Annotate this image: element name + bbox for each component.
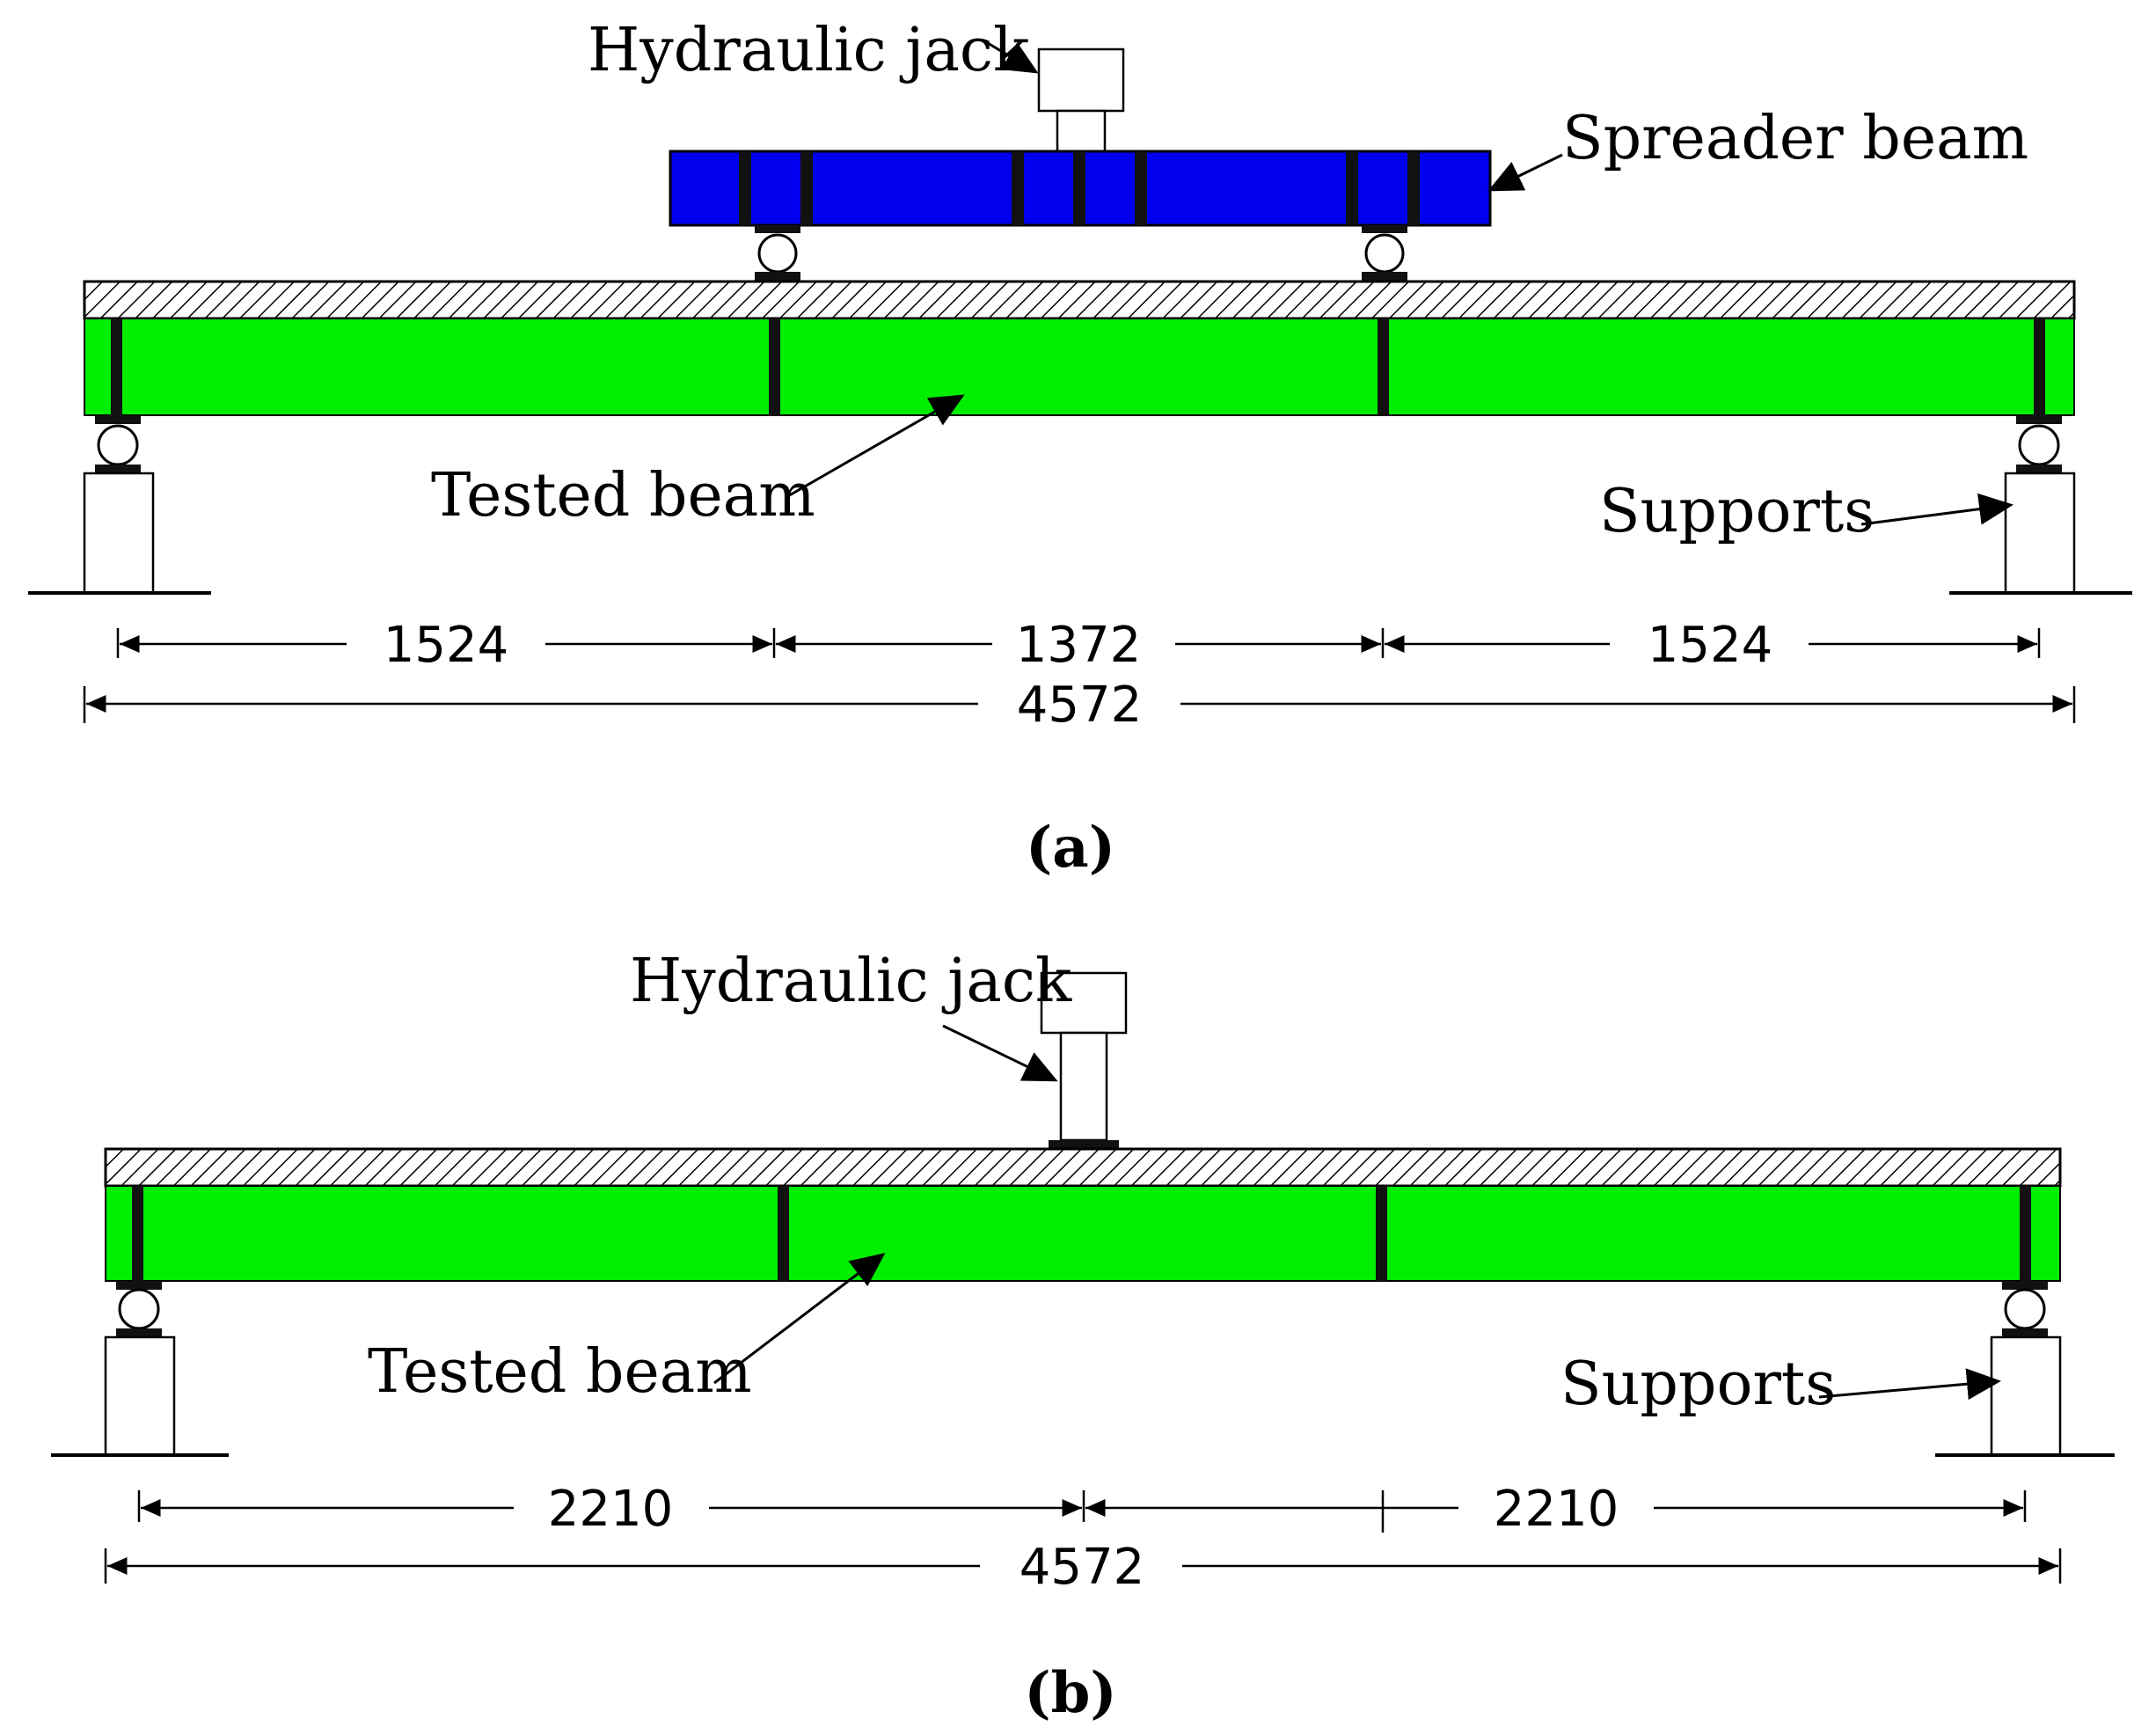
dim-right-b: 2210: [1494, 1481, 1619, 1538]
panel-a: Hydraulic jack Spreader beam: [28, 16, 2132, 881]
dim-total-a: 4572: [1017, 677, 1143, 734]
spreader-beam: [669, 150, 1492, 233]
dim-right-a: 1524: [1648, 617, 1773, 674]
dimension-lines-b: [104, 1490, 2062, 1584]
supports-pointer-b: [1818, 1368, 2001, 1401]
panel-b: Hydraulic jack Tested beam S: [51, 947, 2115, 1726]
spreader-pointer: [1487, 153, 1563, 192]
tested-beam-b: [104, 1147, 2062, 1282]
tested-beam-a: [83, 280, 2076, 416]
caption-a: (a): [1026, 815, 1115, 881]
supports-label-b: Supports: [1560, 1350, 1836, 1419]
dim-mid-a: 1372: [1016, 617, 1142, 674]
beam-pointer-a: [786, 394, 965, 499]
hydraulic-jack-a: [1037, 48, 1125, 153]
tested-beam-label-a: Tested beam: [431, 461, 815, 530]
hydraulic-jack-label-a: Hydraulic jack: [588, 16, 1030, 85]
hydraulic-jack-label-b: Hydraulic jack: [630, 947, 1072, 1016]
spreader-beam-label: Spreader beam: [1562, 104, 2028, 173]
dim-left-b: 2210: [548, 1481, 674, 1538]
caption-b: (b): [1024, 1660, 1116, 1726]
jack-pointer-b: [942, 1024, 1058, 1082]
support-left-a: [28, 415, 211, 595]
dim-left-a: 1524: [384, 617, 509, 674]
support-right-b: [1935, 1281, 2115, 1457]
supports-label-a: Supports: [1599, 477, 1875, 546]
beam-pointer-b: [713, 1253, 886, 1385]
tested-beam-label-b: Tested beam: [368, 1337, 752, 1407]
dim-total-b: 4572: [1020, 1539, 1145, 1596]
hydraulic-jack-b: [1040, 971, 1128, 1149]
dimension-lines-a: [83, 628, 2076, 723]
load-roller-right-a: [1362, 233, 1407, 281]
jack-pointer-a: [983, 39, 1039, 74]
support-right-a: [1949, 415, 2132, 595]
support-left-b: [51, 1281, 229, 1457]
load-roller-left-a: [755, 233, 800, 281]
supports-pointer-a: [1860, 493, 2013, 526]
